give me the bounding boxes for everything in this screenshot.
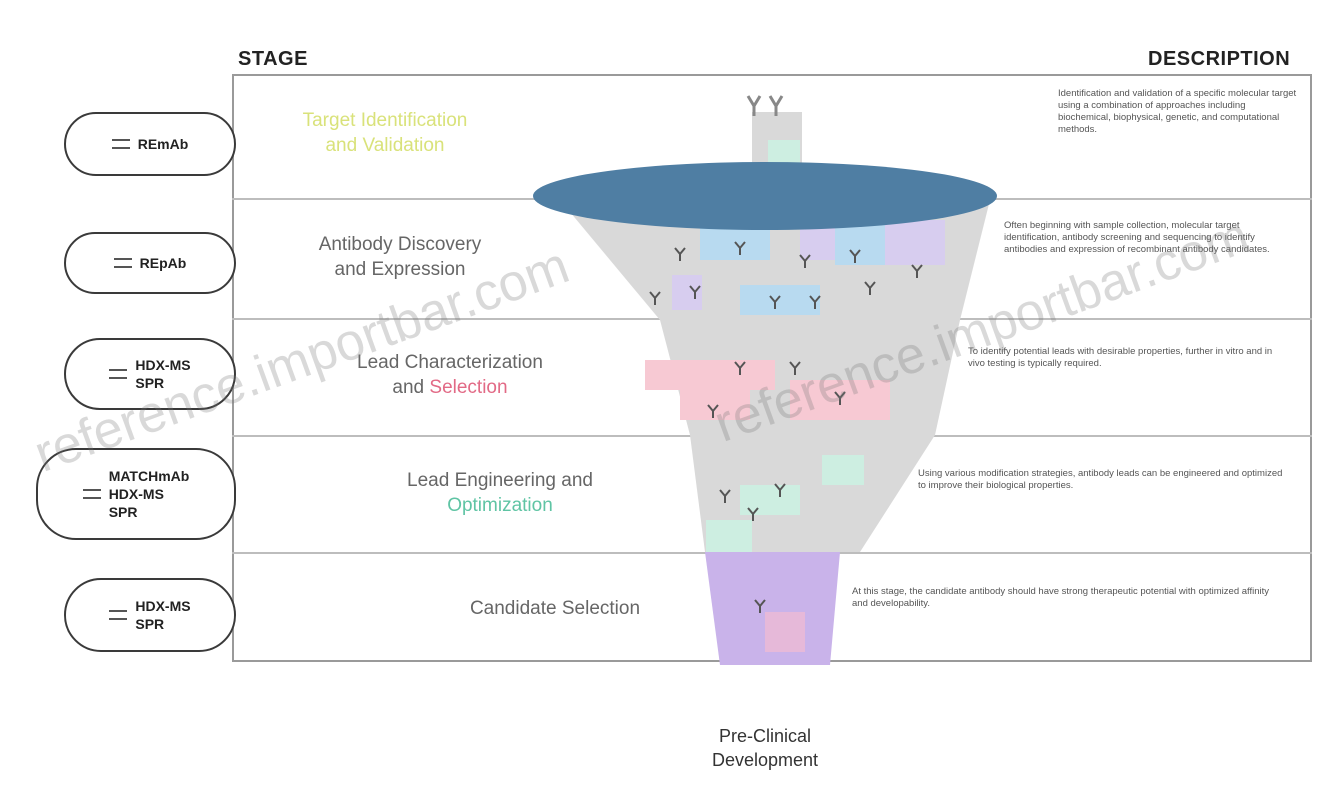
funnel-cell: [822, 455, 864, 485]
stage-name-discovery: Antibody Discovery and Expression: [260, 232, 540, 282]
stage-name-line: and Expression: [334, 259, 466, 280]
stage-name-highlight: Optimization: [447, 495, 553, 516]
funnel-cell: [706, 520, 752, 552]
funnel-lid: [533, 162, 997, 230]
tool-pill-discovery: REpAb: [64, 232, 236, 294]
stage-name-optimization: Lead Engineering and Optimization: [350, 468, 650, 518]
funnel-cell: [885, 220, 945, 265]
stage-description-candidate: At this stage, the candidate antibody sh…: [852, 586, 1270, 609]
stage-name-characterization: Lead Characterization and Selection: [300, 350, 600, 400]
pre-clinical-label: Pre-Clinical Development: [680, 724, 850, 772]
funnel-cell: [645, 360, 775, 390]
stage-description-optimization: Using various modification strategies, a…: [918, 468, 1283, 491]
antibody-y-icon: [746, 95, 784, 116]
tool-label: REmAb: [137, 136, 189, 152]
stage-name-line: and Validation: [325, 135, 445, 156]
tool-label: SPR: [135, 375, 165, 391]
stage-name-line: Candidate Selection: [469, 598, 641, 619]
funnel-cell: [740, 285, 820, 315]
funnel-cell: [680, 390, 750, 420]
funnel-cell: [800, 225, 840, 260]
stage-description-discovery: Often beginning with sample collection, …: [1004, 220, 1270, 255]
stage-description-characterization: To identify potential leads with desirab…: [968, 346, 1273, 369]
funnel-cell: [835, 225, 890, 265]
footer-line: Pre-Clinical: [718, 726, 812, 746]
tool-label: HDX-MS: [135, 598, 191, 614]
stage-name-line: Antibody Discovery: [318, 234, 482, 255]
tool-label: HDX-MS: [135, 357, 191, 373]
instrument-icon: [113, 258, 132, 268]
description-header: DESCRIPTION: [1148, 48, 1291, 70]
instrument-icon: [82, 489, 101, 499]
footer-line: Development: [711, 750, 819, 770]
stage-name-line: Lead Characterization: [357, 352, 543, 373]
tool-label: SPR: [108, 504, 138, 520]
tool-label: MATCHmAb: [108, 468, 190, 484]
instrument-icon: [111, 139, 130, 149]
stage-name-candidate: Candidate Selection: [410, 596, 700, 621]
tool-label: HDX-MS: [108, 486, 164, 502]
tool-pill-target: REmAb: [64, 112, 236, 176]
funnel-cell: [672, 275, 702, 310]
stage-name-fragment: and: [392, 377, 430, 398]
stage-name-line: Lead Engineering and: [407, 470, 593, 491]
instrument-icon: [109, 369, 128, 379]
stage-header: STAGE: [238, 48, 308, 70]
funnel-cell: [765, 612, 805, 652]
antibody-y-icon: [649, 241, 923, 613]
tool-pill-characterization: HDX-MS SPR: [64, 338, 236, 410]
stage-name-line: and Selection: [300, 375, 600, 400]
tool-pill-optimization: MATCHmAb HDX-MS SPR: [36, 448, 236, 540]
tool-label: SPR: [135, 616, 165, 632]
instrument-icon: [109, 610, 128, 620]
stage-name-target: Target Identification and Validation: [250, 108, 520, 158]
funnel-section-candidate: [705, 552, 840, 665]
tool-pill-candidate: HDX-MS SPR: [64, 578, 236, 652]
tool-label: REpAb: [139, 255, 187, 271]
stage-description-target: Identification and validation of a speci…: [1058, 88, 1297, 135]
stage-name-highlight: Selection: [429, 377, 508, 398]
stage-name-line: Target Identification: [302, 110, 468, 131]
